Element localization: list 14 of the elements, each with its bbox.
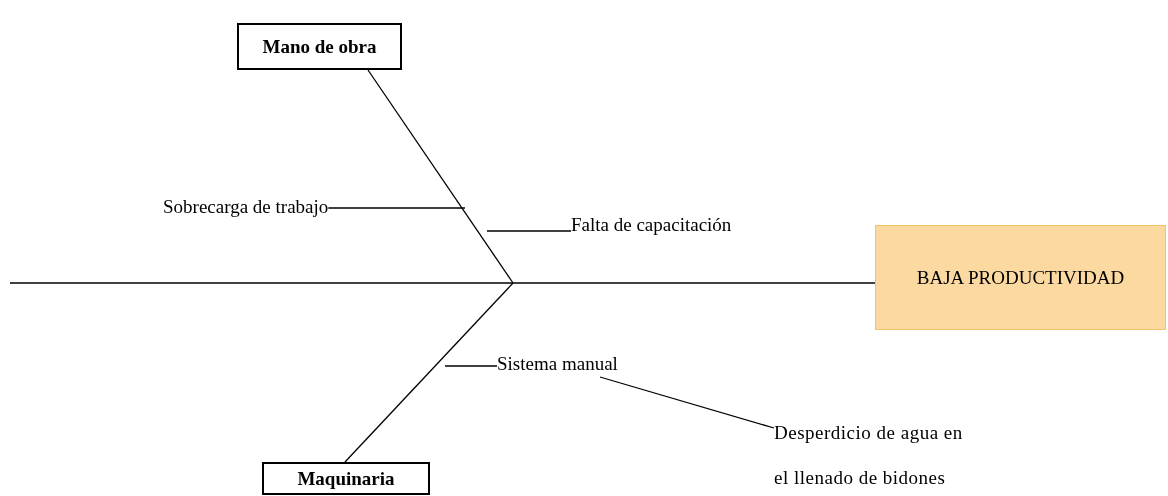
bone-line <box>344 282 514 463</box>
leader-line <box>327 207 466 209</box>
leader-line <box>599 376 775 429</box>
leader-line <box>444 365 498 367</box>
leader-line <box>486 230 572 232</box>
spine-line <box>9 282 876 284</box>
category-box: Mano de obra <box>237 23 402 70</box>
cause-label: Sistema manual <box>497 353 618 377</box>
cause-label: Falta de capacitación <box>571 214 732 238</box>
cause-label: Sobrecarga de trabajo <box>163 196 329 220</box>
bone-line <box>367 69 514 284</box>
category-box: Maquinaria <box>262 462 430 495</box>
effect-box: BAJA PRODUCTIVIDAD <box>875 225 1166 330</box>
cause-label: Desperdicio de agua en el llenado de bidones <box>774 410 964 496</box>
